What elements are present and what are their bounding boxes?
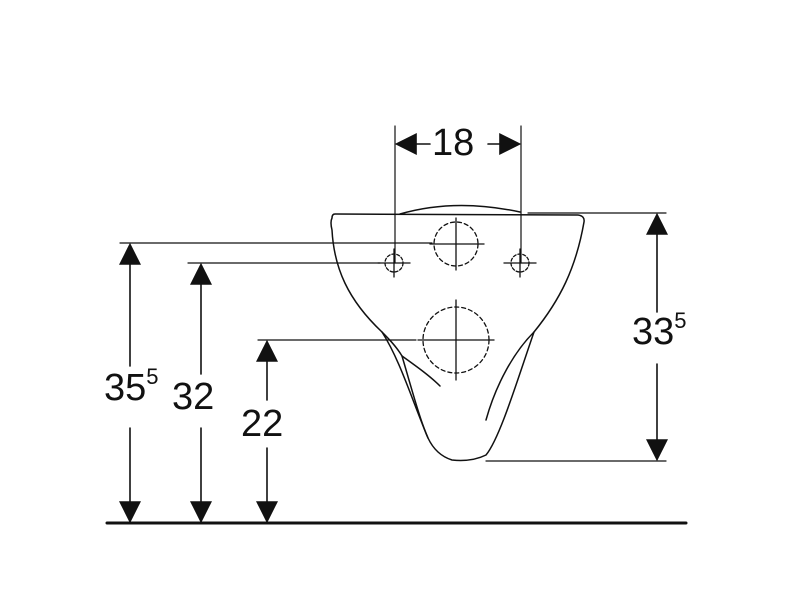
seat-rim (399, 204, 521, 215)
bowl-inner-right-curve (485, 331, 535, 421)
right-fixing-hole (503, 248, 537, 278)
dimension-label-18: 18 (432, 122, 475, 164)
bowl-front-edge (401, 355, 441, 387)
dimension-label-32: 32 (172, 376, 215, 418)
upper-center-hole (429, 217, 485, 271)
dimension-label-335: 335 (632, 308, 687, 353)
dimension-label-355: 355 (104, 364, 159, 409)
outlet-hole (417, 299, 495, 381)
extension-lines (119, 125, 667, 462)
bowl-inner-left-curve (381, 331, 429, 439)
left-fixing-hole (377, 248, 411, 278)
dimension-label-22: 22 (241, 403, 284, 445)
toilet-bowl-outline (330, 213, 585, 462)
